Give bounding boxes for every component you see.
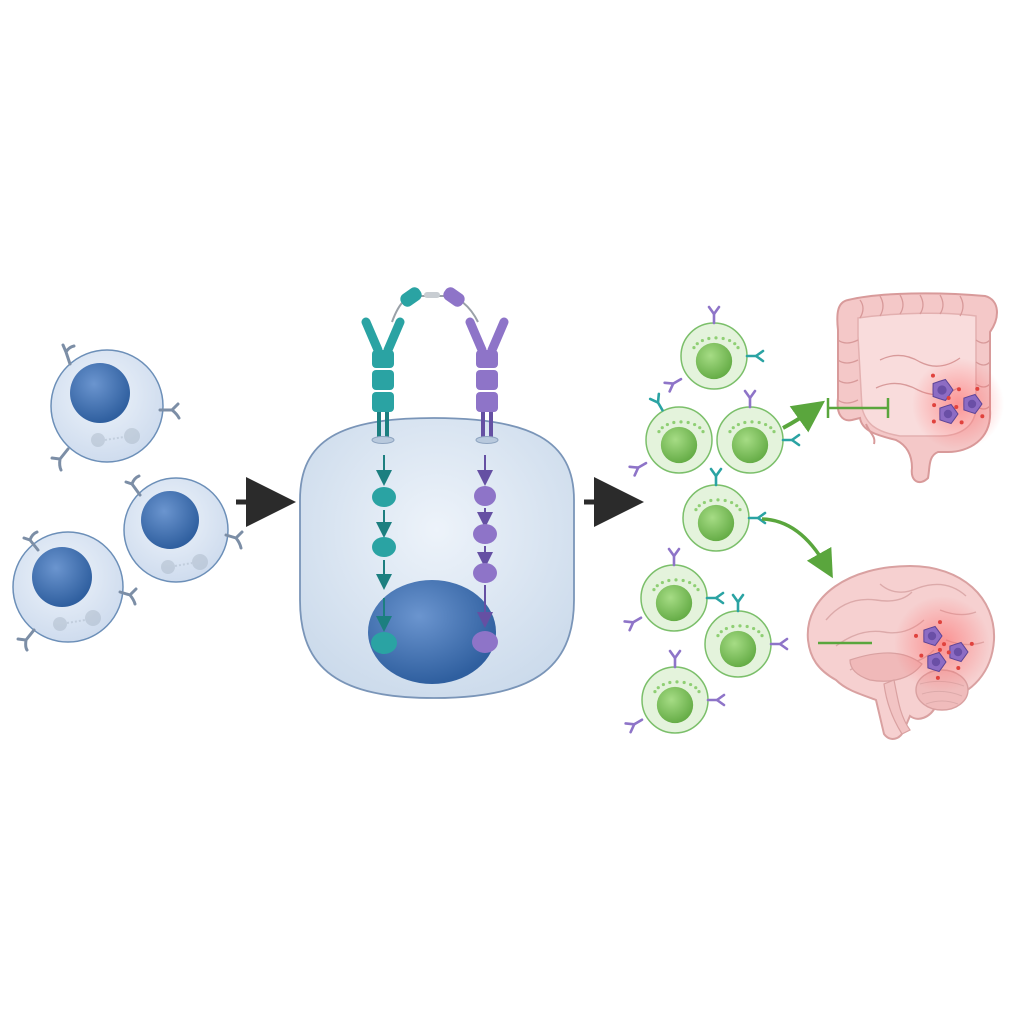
receptor-icon <box>706 693 726 707</box>
inflammation-dot <box>931 419 936 424</box>
receptor-icon <box>50 343 181 472</box>
naive-cell <box>123 474 244 583</box>
tumor-cell <box>939 403 959 425</box>
receptor-icon <box>623 616 643 632</box>
tumor-cell <box>927 651 947 673</box>
engineered-cell <box>682 467 767 552</box>
engineered-cell <box>624 649 726 734</box>
engineered-cell <box>704 593 789 678</box>
brain-tumor-cluster <box>914 620 974 680</box>
inflammation-dot <box>942 642 947 647</box>
granule-cluster <box>53 610 101 631</box>
receptor-icon <box>745 349 765 363</box>
inflammation-dot <box>914 633 919 638</box>
engineered-cell <box>716 389 801 474</box>
granule-cluster <box>91 428 140 447</box>
inflammation-glow <box>894 596 990 692</box>
inhibition-bar-icon <box>826 398 890 418</box>
engineered-cell <box>663 305 765 393</box>
activated-cell <box>299 287 575 699</box>
receptor-icon <box>663 377 683 393</box>
inflammation-dot <box>930 373 935 378</box>
nucleus <box>368 580 496 684</box>
colon-icon <box>836 292 1004 484</box>
brain-icon <box>806 564 996 740</box>
engineered-cell-group <box>623 305 801 734</box>
inflammation-dot <box>935 675 940 680</box>
inflammation-dot <box>975 386 980 391</box>
brainstem <box>883 679 911 735</box>
purple-signaling-cascade <box>472 455 498 653</box>
arrow-to-brain-icon <box>761 517 833 579</box>
purple-receptor <box>465 317 509 444</box>
inflammation-dot <box>959 420 964 425</box>
tumor-cell <box>932 378 954 402</box>
receptor-icon <box>124 474 244 550</box>
inflammation-dot <box>956 665 961 670</box>
receptor-icon <box>731 593 745 613</box>
inflammation-dot <box>969 641 974 646</box>
inflammation-dot <box>932 403 937 408</box>
naive-cell <box>50 343 181 472</box>
inflammation-dot <box>956 387 961 392</box>
receptor-icon <box>743 389 757 409</box>
receptor-icon <box>747 511 767 525</box>
green-arrow-group <box>761 400 833 579</box>
engineered-cell <box>628 392 713 477</box>
inflammation-dot <box>937 620 942 625</box>
naive-cell <box>12 530 138 652</box>
receptor-icon <box>709 467 723 487</box>
inflammation-dot <box>946 650 951 655</box>
receptor-icon <box>769 637 789 651</box>
tumor-cell <box>963 393 983 415</box>
colon-tumor-cluster <box>930 373 985 425</box>
receptor-icon <box>707 305 721 325</box>
inflammation-dot <box>946 396 951 401</box>
receptor-icon <box>667 547 681 567</box>
receptor-icon <box>668 649 682 669</box>
inflammation-dot <box>980 414 985 419</box>
receptor-icon <box>16 530 138 652</box>
teal-signaling-cascade <box>371 455 397 654</box>
teal-receptor <box>361 317 405 444</box>
engineered-cell <box>623 547 725 632</box>
receptor-icon <box>705 591 725 605</box>
receptor-icon <box>628 461 648 477</box>
receptor-icon <box>648 392 664 412</box>
inflammation-dot <box>937 647 942 652</box>
inflammation-glow <box>912 358 1004 450</box>
granule-cluster <box>161 554 208 574</box>
tumor-cell <box>923 625 943 647</box>
arrow-to-colon-icon <box>782 400 826 433</box>
inflammation-dot <box>954 405 959 410</box>
inflammation-dot <box>919 653 924 658</box>
receptor-icon <box>781 433 801 447</box>
linker-domain-teal <box>400 287 422 307</box>
linker-domain-purple <box>443 287 465 307</box>
naive-cell-group <box>12 343 244 652</box>
receptor-icon <box>624 718 644 734</box>
